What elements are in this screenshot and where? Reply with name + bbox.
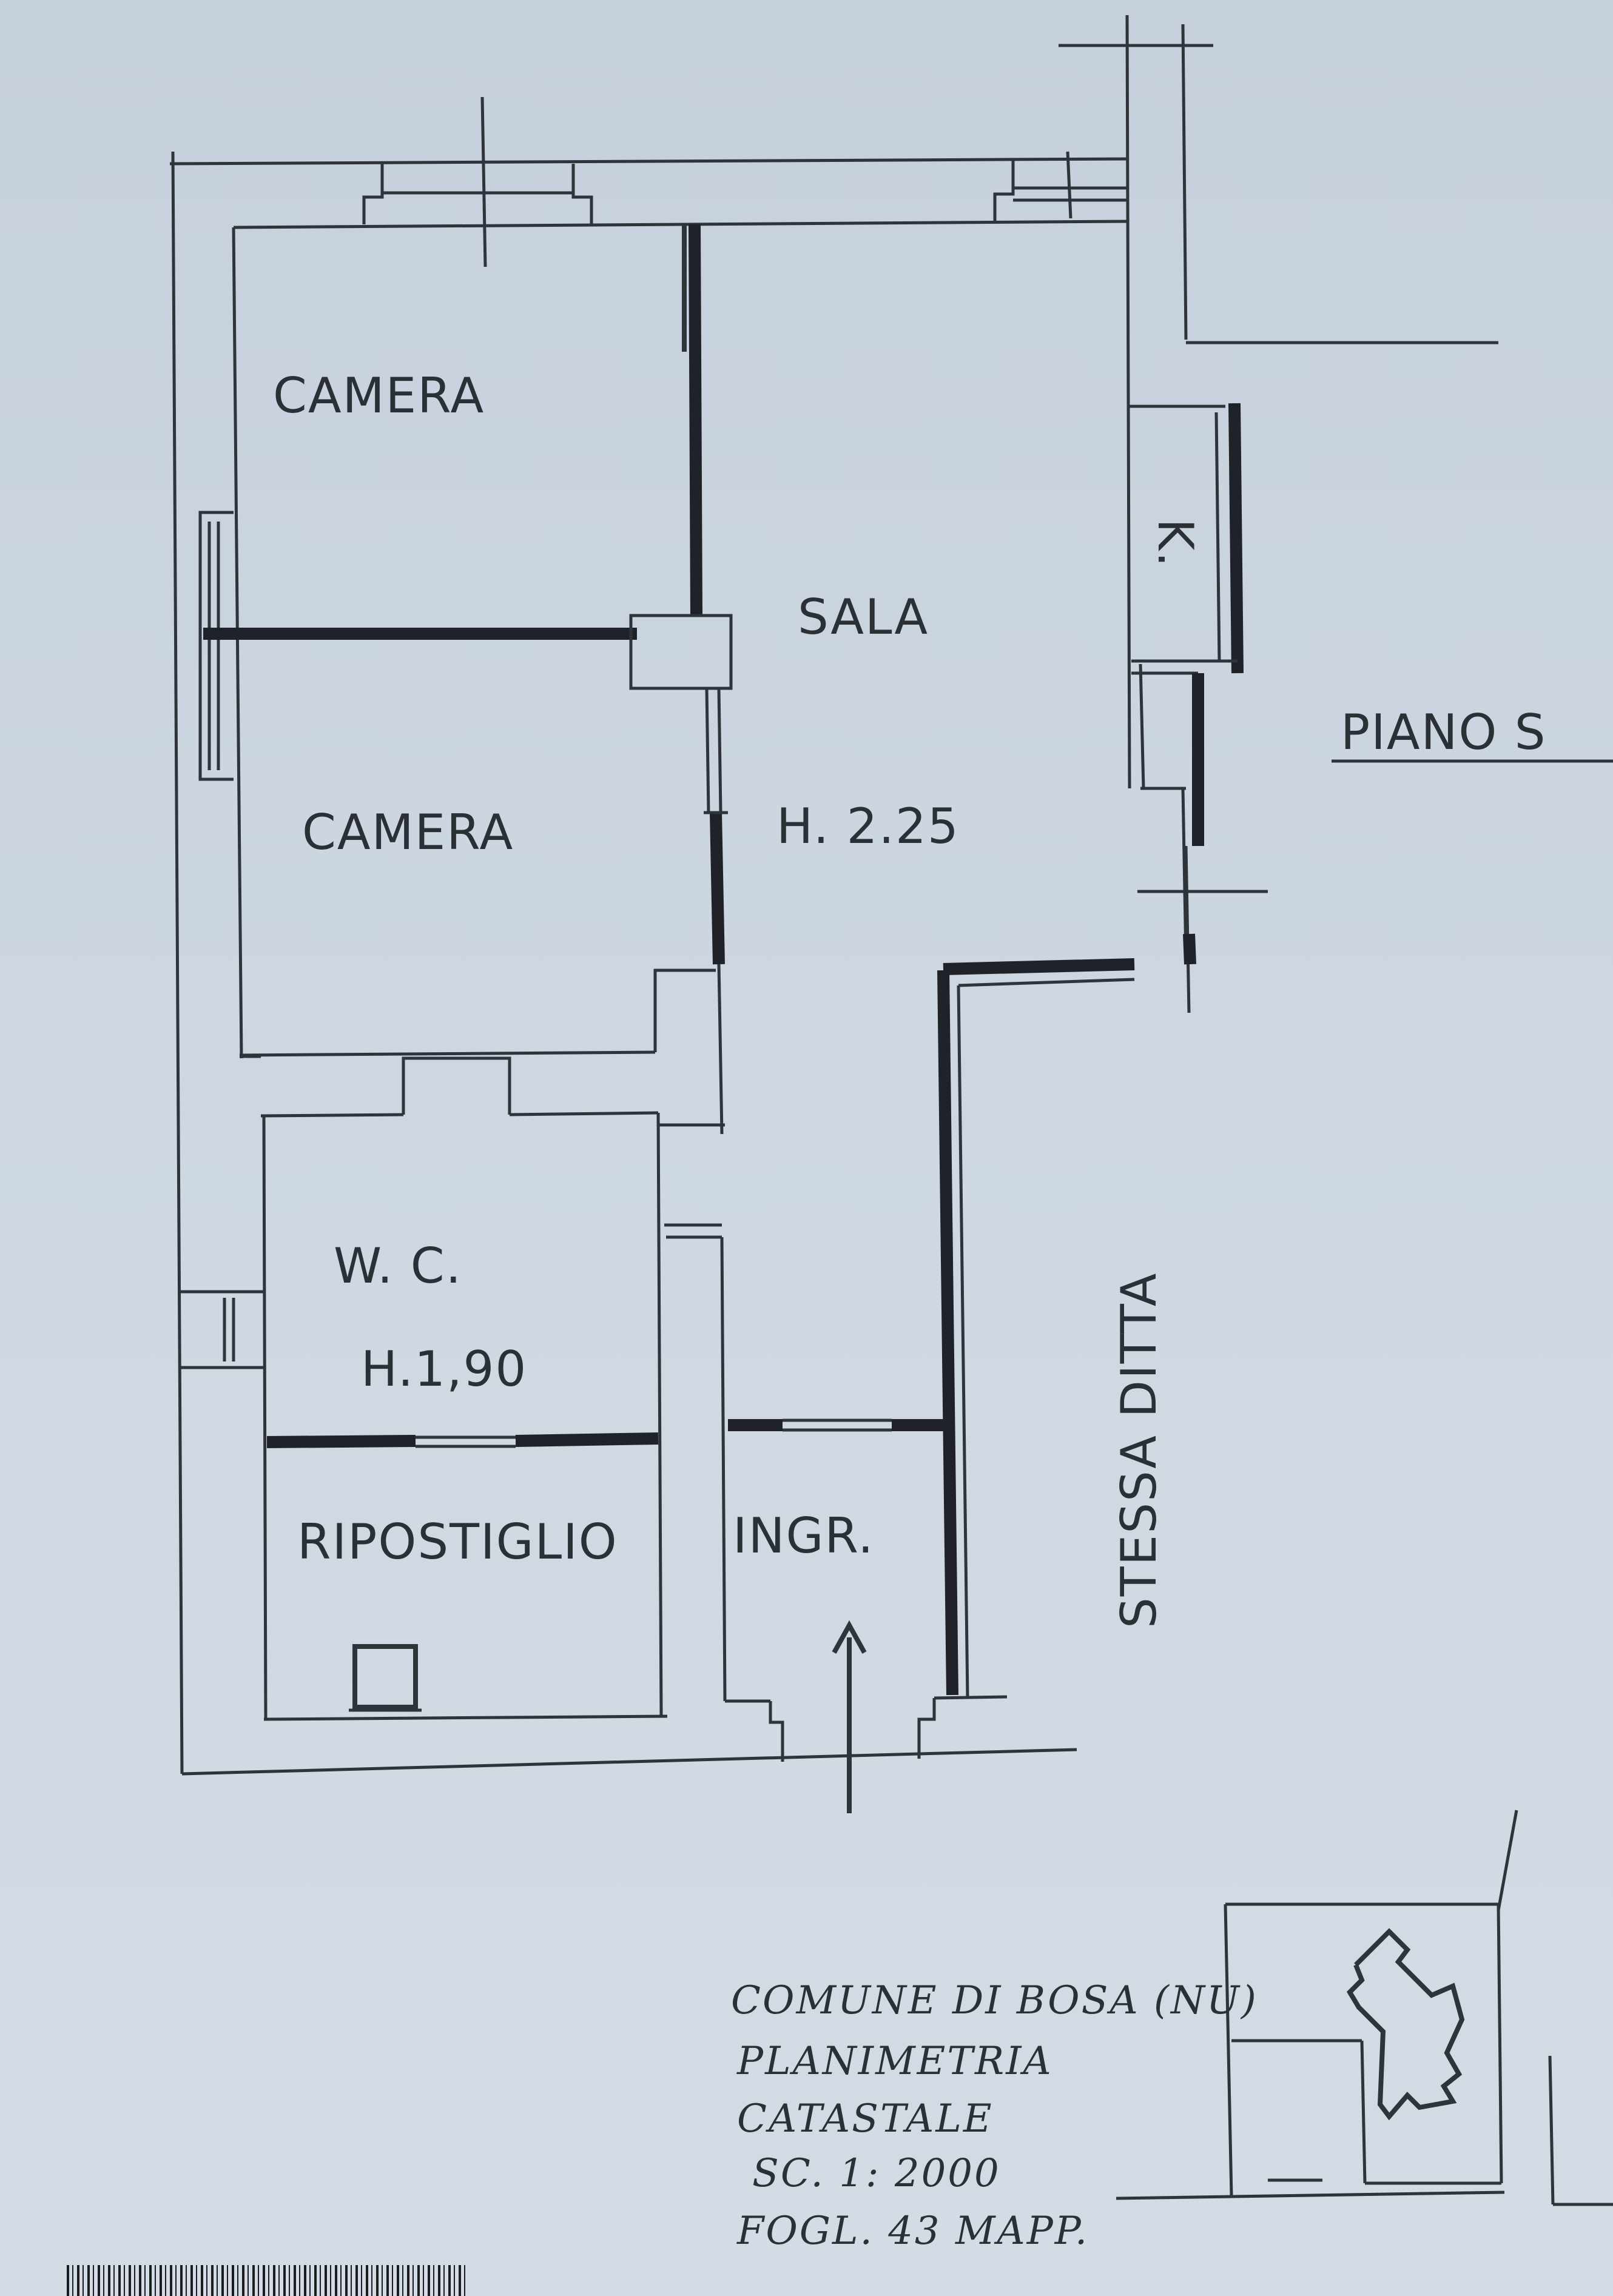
room-label-wc-height: H.1,90 (361, 1341, 527, 1397)
ingresso-walls (720, 958, 1135, 1813)
room-label-ingresso: INGR. (733, 1508, 875, 1564)
room-label-wc: W. C. (334, 1238, 462, 1294)
room-label-camera-1: CAMERA (273, 368, 485, 424)
wc-walls (179, 1055, 725, 1720)
room-label-camera-2: CAMERA (302, 804, 514, 861)
left-window (198, 511, 234, 781)
outer-walls (169, 15, 1498, 1776)
note-comune: COMUNE DI BOSA (NU) (731, 1978, 1258, 2023)
room-label-kitchen: K. (1147, 519, 1204, 568)
note-scala: SC. 1: 2000 (752, 2151, 1001, 2196)
kitchen-walls (1130, 403, 1268, 1013)
floor-label-piano: PIANO S (1341, 704, 1547, 760)
room-label-ripostiglio: RIPOSTIGLIO (297, 1514, 618, 1570)
barcode (67, 2265, 467, 2296)
location-map (1116, 1810, 1613, 2206)
room-label-sala: SALA (798, 589, 929, 645)
label-stessa-ditta: STESSA DITTA (1111, 1272, 1167, 1628)
note-foglio: FOGL. 43 MAPP. (736, 2209, 1089, 2254)
camera-walls (203, 224, 733, 1135)
room-label-sala-height: H. 2.25 (776, 798, 960, 854)
note-planimetria: PLANIMETRIA (736, 2039, 1053, 2084)
note-catastale: CATASTALE (737, 2096, 994, 2141)
